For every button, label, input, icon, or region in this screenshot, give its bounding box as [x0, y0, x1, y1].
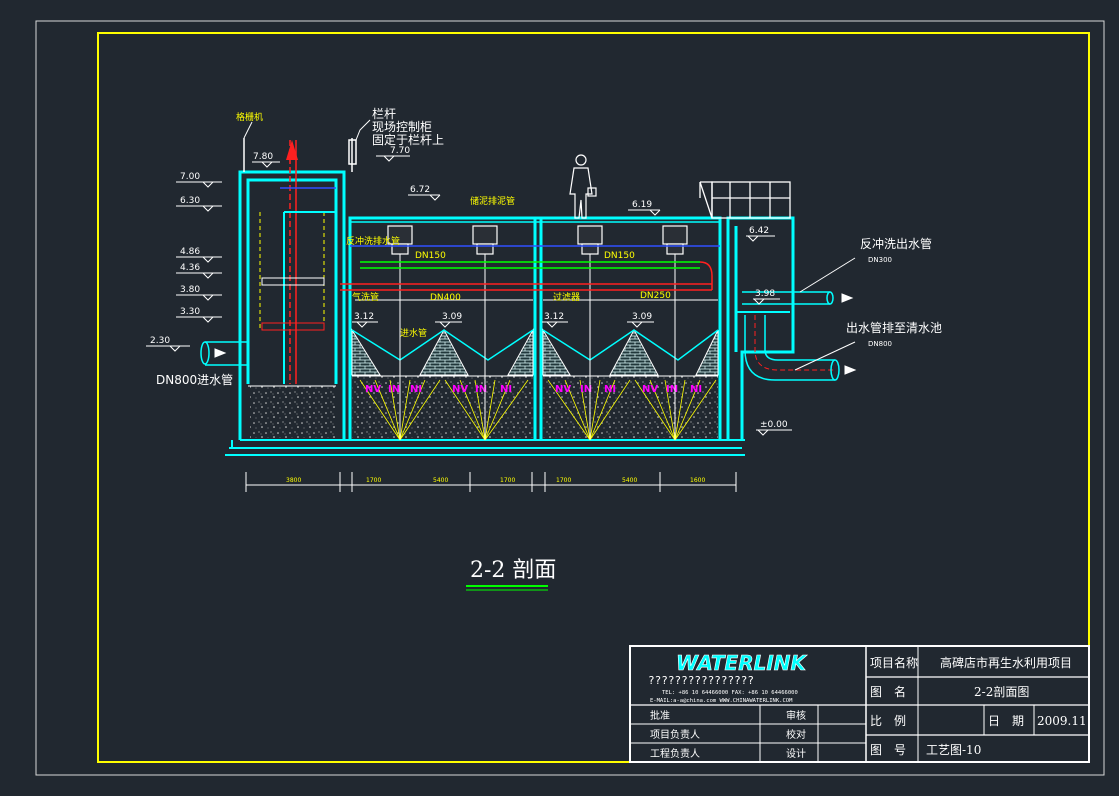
gravel-left — [250, 386, 336, 438]
elev-7-00: 7.00 — [180, 172, 200, 182]
label-backwash-pipe: 反冲洗出水管 — [860, 236, 932, 251]
label-pipe-reflux: 反冲洗排水管 — [346, 235, 400, 247]
dim-3: 5400 — [433, 477, 448, 484]
label-dn150b: DN150 — [604, 251, 635, 261]
elev-4-36: 4.36 — [180, 263, 200, 273]
elev-3-09b: 3.09 — [632, 312, 652, 322]
elev-7-70: 7.70 — [390, 146, 410, 156]
svg-text:NI: NI — [604, 384, 616, 395]
elev-6-19: 6.19 — [632, 200, 652, 210]
dim-7: 1600 — [690, 477, 705, 484]
railing-right — [699, 181, 791, 219]
svg-text:IN: IN — [580, 384, 592, 395]
tank-structure — [225, 170, 795, 456]
svg-text:NI: NI — [690, 384, 702, 395]
title-block — [629, 645, 1090, 763]
tb-date-label: 日 期 — [988, 714, 1024, 728]
elev-3-12b: 3.12 — [544, 312, 564, 322]
svg-text:NV: NV — [452, 384, 468, 395]
svg-text:NI: NI — [500, 384, 512, 395]
label-pipe-filter: 过滤器 — [553, 291, 580, 303]
outlet-pipe-shape — [736, 311, 840, 381]
elev-6-42: 6.42 — [749, 226, 769, 236]
email-line: E-MAIL:a-a@china.com WWW.CHINAWATERLINK.… — [650, 698, 793, 704]
label-dn250: DN250 — [640, 291, 671, 301]
elev-0-00: ±0.00 — [760, 420, 788, 430]
label-grille: 格栅机 — [236, 111, 263, 123]
company-logo: WATERLINK — [676, 651, 808, 675]
elev-7-80: 7.80 — [253, 152, 273, 162]
tb-design: 设计 — [786, 747, 806, 760]
dimension-line — [245, 472, 737, 492]
outer-frame — [35, 20, 1105, 776]
grille-internals — [259, 140, 336, 384]
dim-4: 1700 — [500, 477, 515, 484]
pipes — [340, 245, 720, 301]
tb-engineering-manager: 工程负责人 — [650, 747, 700, 760]
tb-project-manager: 项目负责人 — [650, 728, 700, 741]
elev-6-30: 6.30 — [180, 196, 200, 206]
nozzles: NV IN NI NV IN NI NV IN NI NV IN NI — [365, 384, 702, 395]
hoppers — [351, 328, 719, 376]
dim-5: 1700 — [556, 477, 571, 484]
left-posts — [243, 138, 357, 172]
label-railing-3: 固定于栏杆上 — [372, 132, 444, 147]
elev-3-09a: 3.09 — [442, 312, 462, 322]
inlet-pipe-shape — [200, 341, 248, 366]
dim-6: 5400 — [622, 477, 637, 484]
label-pipe-feed: 进水管 — [400, 327, 427, 339]
elev-6-72: 6.72 — [410, 185, 430, 195]
tel-line: TEL: +86 10 64466000 FAX: +86 10 6446600… — [662, 690, 798, 696]
label-dn150a: DN150 — [415, 251, 446, 261]
tb-check: 校对 — [786, 728, 806, 741]
label-dn400: DN400 — [430, 293, 461, 303]
tb-drawing-name: 2-2剖面图 — [974, 685, 1029, 699]
label-outlet-pipe: 出水管排至清水池 — [846, 320, 942, 335]
label-outlet-dn: DN800 — [868, 340, 892, 348]
person-figure — [569, 154, 597, 219]
elev-3-30: 3.30 — [180, 307, 200, 317]
tb-drawing-no: 工艺图-10 — [926, 743, 981, 757]
label-pipe-airwash: 气洗管 — [352, 291, 379, 303]
svg-text:IN: IN — [388, 384, 400, 395]
elevation-marks — [146, 155, 792, 436]
svg-text:NV: NV — [365, 384, 381, 395]
svg-text:NV: NV — [642, 384, 658, 395]
gravel-bed-1 — [352, 376, 533, 438]
tb-drawing-name-label: 图 名 — [870, 684, 906, 699]
distribution-cones — [359, 379, 717, 441]
section-title: 2-2 剖面 — [470, 558, 556, 583]
svg-text:IN: IN — [666, 384, 678, 395]
dim-2: 1700 — [366, 477, 381, 484]
label-railing-2: 现场控制柜 — [372, 120, 432, 134]
tb-date: 2009.11 — [1037, 714, 1087, 728]
tb-scale-label: 比 例 — [870, 714, 906, 728]
tb-review: 审核 — [786, 709, 806, 722]
elev-3-80: 3.80 — [180, 285, 200, 295]
dim-1: 3800 — [286, 477, 301, 484]
tb-drawing-no-label: 图 号 — [870, 743, 906, 757]
svg-text:NV: NV — [555, 384, 571, 395]
svg-text:IN: IN — [475, 384, 487, 395]
backwash-pipe-shape — [742, 291, 834, 305]
label-backwash-dn: DN300 — [868, 256, 892, 264]
elev-4-86: 4.86 — [180, 247, 200, 257]
label-railing-1: 栏杆 — [372, 106, 396, 121]
label-pipe-top: 储泥排泥管 — [470, 195, 515, 207]
tb-project-name: 高碑店市再生水利用项目 — [940, 655, 1072, 670]
elev-3-12a: 3.12 — [354, 312, 374, 322]
elev-3-98: 3.98 — [755, 289, 775, 299]
tb-project-name-label: 项目名称 — [870, 655, 918, 670]
label-inlet-pipe: DN800进水管 — [156, 372, 233, 387]
company-name: ???????????????? — [648, 674, 754, 687]
elev-2-30: 2.30 — [150, 336, 170, 346]
tb-approve: 批准 — [650, 709, 670, 722]
svg-text:NI: NI — [410, 384, 422, 395]
actuators — [387, 225, 688, 255]
inner-frame — [97, 32, 1090, 763]
